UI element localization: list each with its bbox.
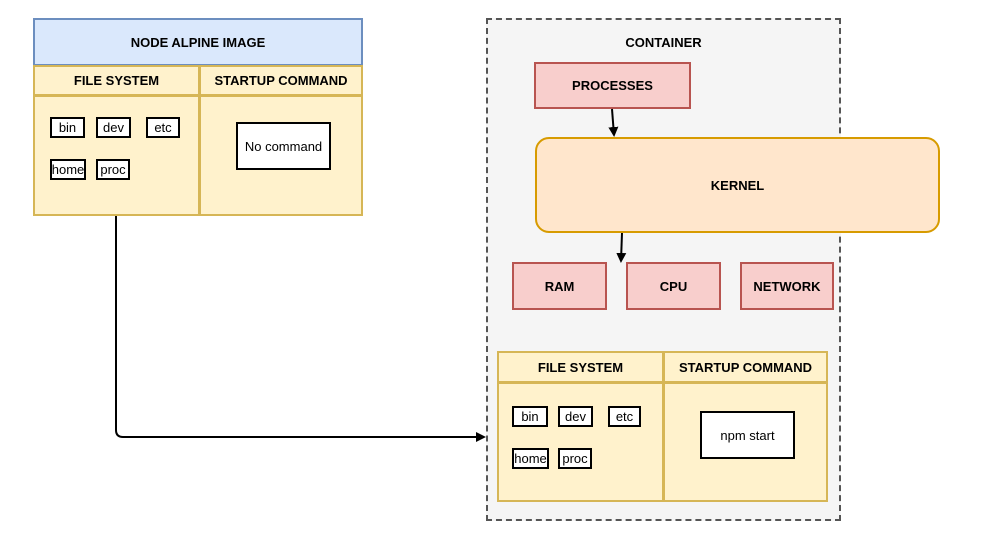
container-folder-home: home bbox=[512, 448, 549, 469]
container-folder-etc: etc bbox=[608, 406, 641, 427]
ram-box: RAM bbox=[512, 262, 607, 310]
container-command-box: npm start bbox=[700, 411, 795, 459]
container-folder-bin: bin bbox=[512, 406, 548, 427]
container-folder-dev: dev bbox=[558, 406, 593, 427]
image-startup-command-header: STARTUP COMMAND bbox=[199, 65, 363, 96]
container-file-system-panel bbox=[497, 382, 664, 502]
image-folder-proc: proc bbox=[96, 159, 130, 180]
kernel-box: KERNEL bbox=[535, 137, 940, 233]
image-file-system-header: FILE SYSTEM bbox=[33, 65, 200, 96]
network-box: NETWORK bbox=[740, 262, 834, 310]
image-folder-bin: bin bbox=[50, 117, 85, 138]
container-title: CONTAINER bbox=[625, 34, 702, 50]
image-command-box: No command bbox=[236, 122, 331, 170]
image-folder-home: home bbox=[50, 159, 86, 180]
image-title: NODE ALPINE IMAGE bbox=[33, 18, 363, 66]
container-folder-proc: proc bbox=[558, 448, 592, 469]
cpu-box: CPU bbox=[626, 262, 721, 310]
image-folder-dev: dev bbox=[96, 117, 131, 138]
processes-box: PROCESSES bbox=[534, 62, 691, 109]
image-folder-etc: etc bbox=[146, 117, 180, 138]
image-to-container-arrow bbox=[115, 216, 486, 442]
container-file-system-header: FILE SYSTEM bbox=[497, 351, 664, 383]
image-file-system-panel bbox=[33, 95, 200, 216]
container-startup-command-header: STARTUP COMMAND bbox=[663, 351, 828, 383]
